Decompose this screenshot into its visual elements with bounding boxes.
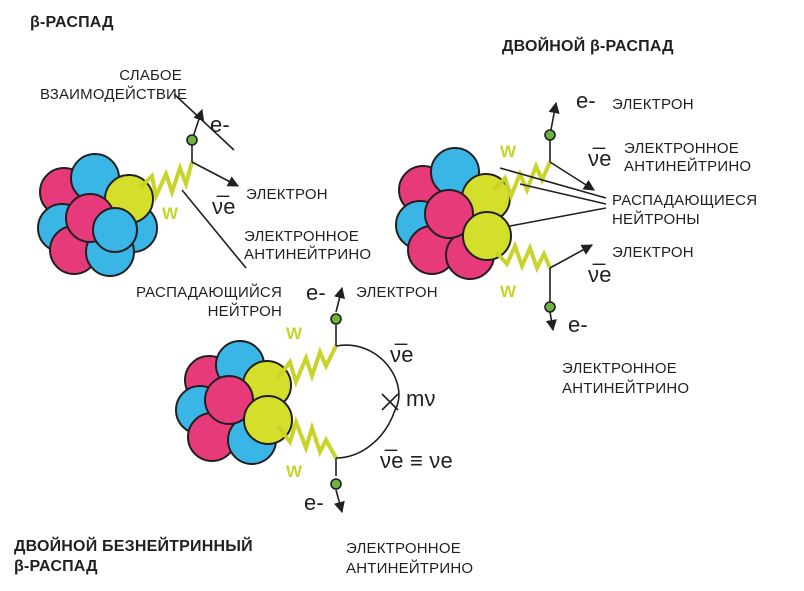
- double-antineutrino-symbol-bottom: ν̅e: [588, 262, 612, 287]
- title-neutrinoless-line2: β-РАСПАД: [14, 558, 98, 575]
- neutrinoless-w-boson-label-bottom: W: [286, 462, 303, 481]
- electron-symbol: e-: [210, 112, 230, 137]
- double-antineutrino-symbol-top: ν̅e: [588, 146, 612, 171]
- double-electron-symbol-top: e-: [576, 88, 596, 113]
- double-w-boson-label-top: W: [500, 142, 517, 161]
- decaying-neutrons-label-line2: НЕЙТРОНЫ: [612, 211, 700, 228]
- neutrinoless-electron-symbol-bottom: e-: [304, 490, 324, 515]
- majorana-identity-label: ν̅e ≡ νe: [380, 448, 453, 473]
- title-neutrinoless-line1: ДВОЙНОЙ БЕЗНЕЙТРИННЫЙ: [14, 538, 253, 555]
- neutrino-mass-label: mν: [406, 386, 436, 411]
- double-antineutrino-label-top-line2: АНТИНЕЙТРИНО: [624, 158, 752, 175]
- antineutrino-symbol: ν̅e: [212, 194, 236, 219]
- decaying-neutron-label-line2: НЕЙТРОН: [207, 303, 282, 320]
- double-antineutrino-label-bottom-line1: ЭЛЕКТРОННОЕ: [562, 360, 677, 377]
- neutrinoless-antineutrino-symbol: ν̅e: [390, 342, 414, 367]
- neutrinoless-antineutrino-label-line1: ЭЛЕКТРОННОЕ: [346, 540, 461, 557]
- title-double-beta-decay: ДВОЙНОЙ β-РАСПАД: [502, 38, 674, 55]
- electron-label: ЭЛЕКТРОН: [246, 186, 328, 203]
- title-beta-decay: β-РАСПАД: [30, 14, 114, 31]
- neutrinoless-antineutrino-label-line2: АНТИНЕЙТРИНО: [346, 560, 474, 577]
- weak-interaction-label-line1: СЛАБОЕ: [119, 67, 182, 84]
- w-boson-lines: [138, 160, 552, 459]
- vertices: [186, 129, 556, 490]
- decaying-neutron-label-line1: РАСПАДАЮЩИЙСЯ: [135, 284, 282, 301]
- double-electron-label-bottom: ЭЛЕКТРОН: [612, 244, 694, 261]
- nucleus-neutrinoless: [175, 340, 293, 465]
- double-electron-symbol-bottom: e-: [568, 312, 588, 337]
- particle-lines: [173, 93, 607, 514]
- double-w-boson-label-bottom: W: [500, 282, 517, 301]
- antineutrino-label-line1: ЭЛЕКТРОННОЕ: [244, 228, 359, 245]
- double-antineutrino-label-bottom-line2: АНТИНЕЙТРИНО: [562, 380, 690, 397]
- weak-interaction-label-line2: ВЗАИМОДЕЙСТВИЕ: [40, 86, 188, 103]
- decaying-neutrons-label-line1: РАСПАДАЮЩИЕСЯ: [612, 192, 758, 209]
- neutrinoless-w-boson-label-top: W: [286, 324, 303, 343]
- neutrinoless-electron-symbol-top: e-: [306, 280, 326, 305]
- neutrinoless-electron-label-top: ЭЛЕКТРОН: [356, 284, 438, 301]
- double-electron-label-top: ЭЛЕКТРОН: [612, 96, 694, 113]
- double-antineutrino-label-top-line1: ЭЛЕКТРОННОЕ: [624, 140, 739, 157]
- nucleus-beta: [37, 153, 158, 277]
- w-boson-label: W: [162, 204, 179, 223]
- antineutrino-label-line2: АНТИНЕЙТРИНО: [244, 246, 372, 263]
- nucleus-double: [395, 147, 512, 280]
